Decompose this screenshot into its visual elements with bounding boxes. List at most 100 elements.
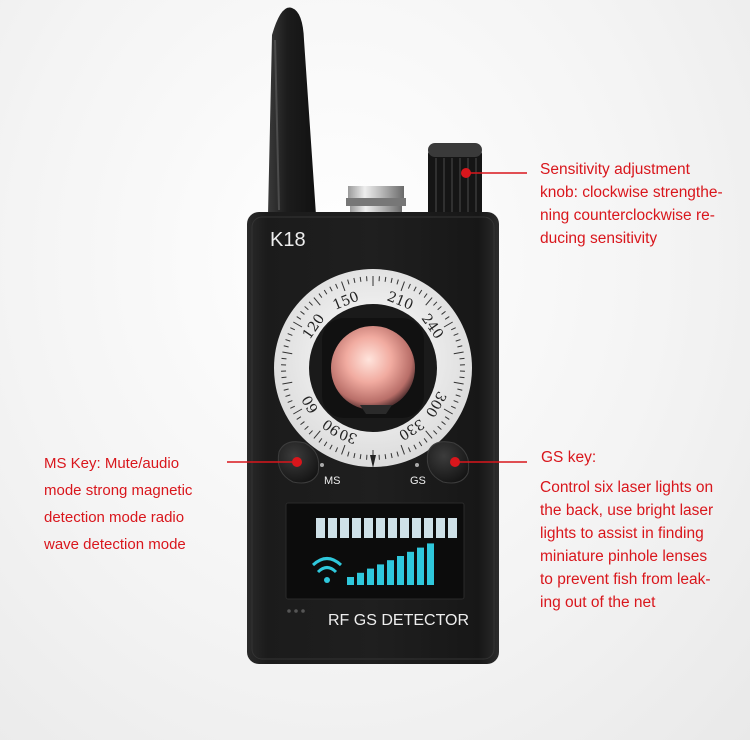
dial-tick [453, 333, 459, 336]
ms-key-annotation: MS Key: Mute/audio mode strong magnetic … [44, 450, 234, 558]
dial-tick [444, 416, 450, 420]
dial-tick [437, 425, 442, 430]
dial-tick [453, 400, 459, 403]
dial-tick [335, 283, 339, 289]
dial-tick [444, 316, 450, 320]
dial-tick [285, 394, 291, 397]
dial-tick [453, 381, 464, 385]
dial-tick [287, 400, 293, 403]
wifi-icon [311, 557, 343, 583]
rf-segment [376, 518, 385, 538]
dial-tick [390, 277, 393, 284]
dial-tick [450, 327, 456, 331]
dial-tick [341, 281, 346, 292]
dial-tick [318, 438, 323, 443]
leader-line-ms [227, 457, 302, 467]
signal-bar [407, 551, 414, 585]
sensitivity-annotation: Sensitivity adjustment knob: clockwise s… [540, 158, 750, 250]
dial-tick [400, 281, 405, 292]
annotation-line: mode strong magnetic [44, 482, 193, 499]
dial-tick [425, 297, 433, 306]
dial-tick [418, 441, 423, 447]
signal-bar [347, 577, 354, 585]
dial-tick [441, 310, 446, 315]
dial-tick [313, 430, 321, 439]
rf-segment [400, 518, 409, 538]
dial-tick [313, 297, 321, 306]
dial-tick [459, 376, 465, 379]
rf-segment [316, 518, 325, 538]
dial-tick [323, 289, 328, 295]
dial-tick [384, 276, 387, 282]
annotation-line: detection mode radio [44, 509, 185, 526]
sensitivity-knob[interactable] [428, 143, 482, 220]
detector-label: RF GS DETECTOR [328, 612, 469, 629]
rf-segment [352, 518, 361, 538]
dial-tick [396, 279, 399, 285]
dial-tick [359, 454, 362, 460]
dial-tick [443, 321, 453, 328]
gs-button[interactable] [426, 441, 470, 484]
dial-tick [384, 454, 387, 460]
annotation-line: miniature pinhole lenses [540, 548, 708, 565]
dial-tick [304, 425, 309, 430]
dial-tick [341, 444, 346, 455]
dial-tick [433, 301, 438, 306]
annotation-line: Control six laser lights on [540, 479, 714, 496]
dial-tick [423, 438, 428, 443]
dial-tick [407, 283, 411, 289]
signal-bar [397, 556, 404, 585]
rf-segment [424, 518, 433, 538]
dial-tick [329, 286, 333, 292]
dial-tick [283, 345, 289, 348]
antenna [268, 7, 316, 215]
dial-tick [353, 277, 356, 284]
dial-tick [300, 310, 305, 315]
dial-tick [282, 381, 293, 385]
dial-tick [423, 293, 428, 298]
signal-bar [367, 568, 374, 585]
leader-line-sensitivity [461, 168, 527, 178]
dial-tick [455, 339, 461, 342]
dial-tick [455, 394, 461, 397]
dial-tick [396, 451, 399, 457]
dial-tick [433, 430, 438, 435]
dial-tick [290, 327, 296, 331]
dial-tick [281, 357, 287, 360]
dial-pointer [370, 455, 376, 468]
dial-tick [457, 388, 463, 391]
gs-key-annotation-title: GS key: [541, 449, 597, 466]
leader-line-gs [450, 457, 527, 467]
dial-tick [329, 444, 333, 450]
dial-tick [308, 430, 313, 435]
top-connector [346, 186, 406, 216]
annotation-line: Sensitivity adjustment [540, 161, 690, 178]
dial-tick [400, 444, 405, 455]
dial-tick [283, 388, 289, 391]
dial-tick [459, 357, 465, 360]
annotation-line: the back, use bright laser [540, 502, 714, 519]
dial-tick [441, 421, 446, 426]
annotation-line: ing out of the net [540, 594, 656, 611]
signal-bar [377, 564, 384, 585]
dial-number: 30 [337, 425, 359, 446]
annotation-line: knob: clockwise strengthe- [540, 184, 723, 201]
dial-tick [425, 430, 433, 439]
dial-tick [457, 345, 463, 348]
speaker-holes [287, 609, 305, 613]
dial-tick [282, 351, 293, 355]
rf-segment [412, 518, 421, 538]
annotation-line: ducing sensitivity [540, 230, 658, 247]
dial-tick [293, 321, 303, 328]
dial-tick [347, 279, 350, 285]
dial-tick [413, 286, 417, 292]
gs-label: GS [410, 475, 426, 487]
dial-tick [353, 452, 356, 459]
dial-tick [296, 416, 302, 420]
rf-segment [388, 518, 397, 538]
dial-tick [347, 451, 350, 457]
annotation-line: ning counterclockwise re- [540, 207, 715, 224]
gs-key-annotation: Control six laser lights on the back, us… [540, 476, 750, 614]
